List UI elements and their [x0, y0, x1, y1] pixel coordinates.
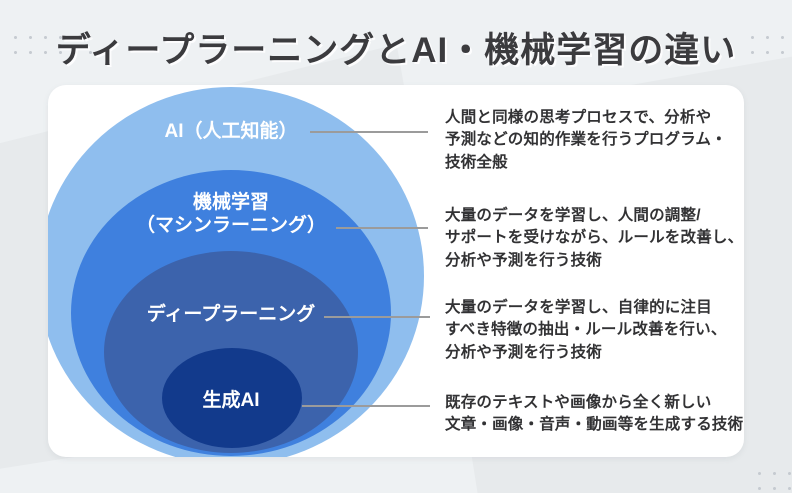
- label-machine-learning: 機械学習 （マシンラーニング）: [106, 191, 356, 237]
- label-ai: AI（人工知能）: [106, 120, 356, 143]
- description-deep-learning: 大量のデータを学習し、自律的に注目 すべき特徴の抽出・ルール改善を行い、 分析や…: [445, 297, 744, 364]
- label-gen-text: 生成AI: [202, 390, 260, 411]
- description-generative-ai: 既存のテキストや画像から全く新しい 文章・画像・音声・動画等を生成する技術: [445, 392, 744, 437]
- description-dl-line1: 大量のデータを学習し、自律的に注目: [445, 299, 712, 316]
- description-gen-line1: 既存のテキストや画像から全く新しい: [445, 394, 712, 411]
- description-dl-line3: 分析や予測を行う技術: [445, 343, 603, 361]
- dot-grid-top-left: [8, 30, 104, 58]
- dot-grid-bottom-right: [752, 466, 792, 492]
- description-gen-line2: 文章・画像・音声・動画等を生成する技術: [445, 416, 744, 434]
- connector-line-machine-learning: [336, 227, 428, 229]
- label-ml-line2: （マシンラーニング）: [135, 215, 326, 236]
- label-deep-learning: ディープラーニング: [106, 303, 356, 326]
- description-ai-line2: 予測などの知的作業を行うプログラム・: [445, 131, 727, 149]
- description-dl-line2: すべき特徴の抽出・ルール改善を行い、: [445, 321, 727, 339]
- connector-line-ai: [310, 131, 428, 133]
- page-title: ディープラーニングとAI・機械学習の違い: [55, 31, 737, 70]
- circle-generative-ai: [162, 348, 302, 448]
- dot-grid-top-right: [745, 30, 791, 58]
- description-ml-line3: 分析や予測を行う技術: [445, 251, 603, 269]
- description-ml-line2: サポートを受けながら、ルールを改善し、: [445, 229, 744, 247]
- description-machine-learning: 大量のデータを学習し、人間の調整/ サポートを受けながら、ルールを改善し、 分析…: [445, 205, 744, 272]
- label-generative-ai: 生成AI: [106, 389, 356, 412]
- label-dl-text: ディープラーニング: [146, 304, 316, 325]
- description-ml-line1: 大量のデータを学習し、人間の調整/: [445, 207, 701, 224]
- label-ml-line1: 機械学習: [192, 192, 269, 213]
- connector-line-generative-ai: [302, 405, 430, 407]
- connector-line-deep-learning: [324, 316, 430, 318]
- description-ai: 人間と同様の思考プロセスで、分析や 予測などの知的作業を行うプログラム・ 技術全…: [445, 107, 744, 174]
- label-ai-text: AI（人工知能）: [164, 121, 298, 142]
- description-ai-line1: 人間と同様の思考プロセスで、分析や: [445, 109, 712, 126]
- diagram-card: AI（人工知能） 機械学習 （マシンラーニング） ディープラーニング 生成AI …: [48, 85, 744, 457]
- description-ai-line3: 技術全般: [445, 153, 508, 171]
